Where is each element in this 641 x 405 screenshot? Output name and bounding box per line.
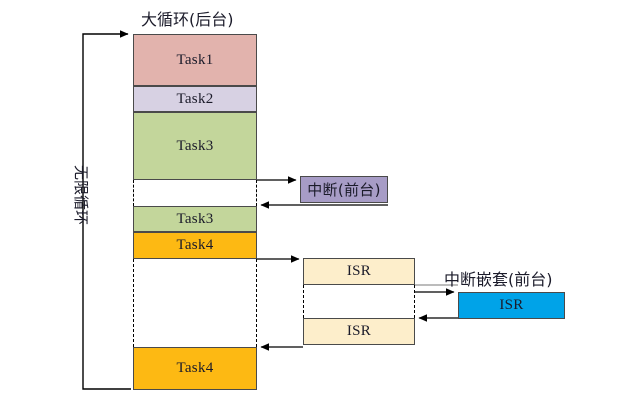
interrupt-block[interactable]: 中断(前台) xyxy=(300,176,388,203)
background-idle-gap xyxy=(133,180,257,206)
task-block-task4[interactable]: Task4 xyxy=(133,232,257,259)
title-main-loop: 大循环(后台) xyxy=(141,10,234,29)
infinite-loop-bracket xyxy=(82,30,131,390)
task-block-task1[interactable]: Task1 xyxy=(133,34,257,86)
infinite-loop-label: 无限循环 xyxy=(72,165,90,226)
task-block-task2[interactable]: Task2 xyxy=(133,86,257,112)
isr-block[interactable]: ISR xyxy=(303,318,415,345)
task-block-task3[interactable]: Task3 xyxy=(133,206,257,232)
nested-isr-block[interactable]: ISR xyxy=(458,292,565,319)
title-nested-interrupt: 中断嵌套(前台) xyxy=(444,270,553,289)
background-idle-gap xyxy=(133,259,257,347)
task-block-task3[interactable]: Task3 xyxy=(133,112,257,180)
foreground-idle-gap xyxy=(303,285,415,318)
task-block-task4[interactable]: Task4 xyxy=(133,347,257,390)
isr-block[interactable]: ISR xyxy=(303,258,415,285)
